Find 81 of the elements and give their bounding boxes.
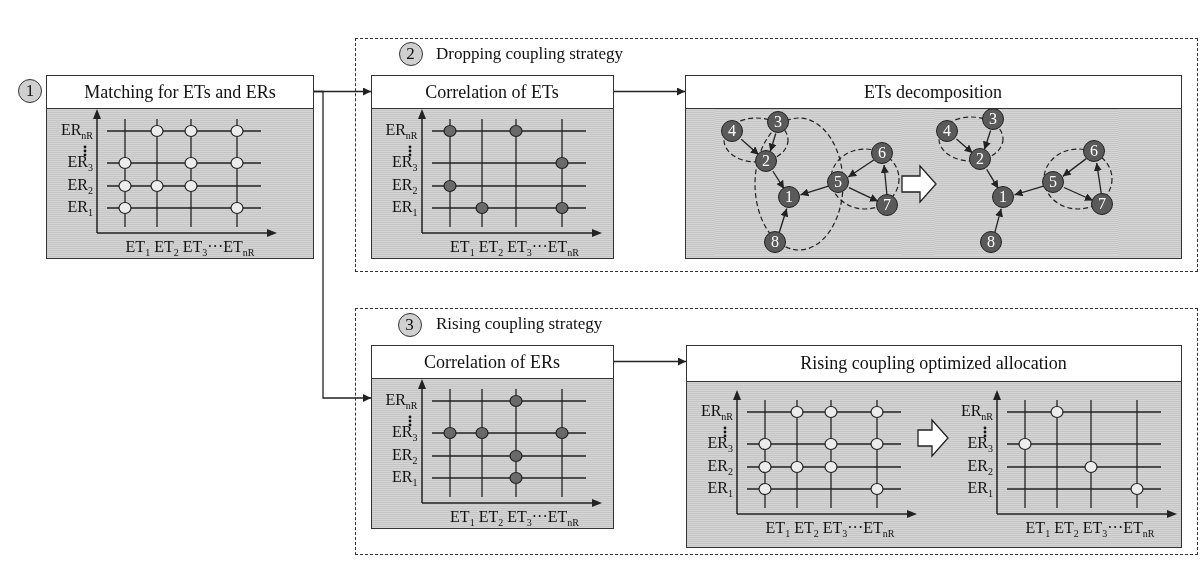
arrow <box>313 90 372 402</box>
process-panel <box>684 74 1182 259</box>
graph-drawing <box>715 109 901 255</box>
panel-title: ETs decomposition <box>862 81 1004 102</box>
process-panel <box>370 74 614 259</box>
panel-title: Correlation of ERs <box>423 351 561 372</box>
process-panel <box>46 75 314 259</box>
arrow <box>613 357 687 366</box>
arrow <box>740 138 760 156</box>
graph-node: 6 <box>871 142 893 164</box>
axis-label: ER$_{nR}$ <box>385 121 418 141</box>
axis-label: ER$_{3}$ <box>392 153 418 173</box>
arrow <box>1063 186 1094 202</box>
axis-label: ER$_{1}$ <box>707 480 733 500</box>
graph-node: 8 <box>764 231 786 253</box>
graph-node: 7 <box>1091 193 1113 215</box>
dashed-group-box <box>355 308 1198 555</box>
graph-node: 7 <box>876 194 898 216</box>
axis-label: ER$_{nR}$ <box>700 403 733 423</box>
group-title: Rising coupling strategy <box>436 314 603 334</box>
block-arrow <box>917 418 949 458</box>
panel-title: Rising coupling optimized allocation <box>799 352 1068 374</box>
arrow <box>778 207 789 234</box>
axis-label: ER$_{nR}$ <box>960 403 993 423</box>
arrow <box>613 87 686 96</box>
panel-title: Correlation of ETs <box>424 81 560 102</box>
axis-label: ER$_{2}$ <box>392 176 418 196</box>
axis-label: ER$_{3}$ <box>67 154 93 174</box>
arrow <box>880 164 889 196</box>
axis-label: ER$_{1}$ <box>392 468 418 488</box>
axis-label: ER$_{2}$ <box>967 458 993 478</box>
graph-node: 3 <box>982 108 1004 130</box>
graph-node: 1 <box>778 186 800 208</box>
graph-node: 3 <box>767 111 789 133</box>
axis-label: ER$_{1}$ <box>392 198 418 218</box>
axis-label: ET$_{1}$ ET$_{2}$ ET$_{3}$···ET$_{nR}$ <box>449 238 580 258</box>
arrow <box>986 168 999 190</box>
step-number-circle: 3 <box>397 312 422 337</box>
graph-node: 6 <box>1083 140 1105 162</box>
arrow <box>1062 158 1087 177</box>
arrow <box>799 185 830 197</box>
arrow <box>847 159 875 178</box>
axis-label: ET$_{1}$ ET$_{2}$ ET$_{3}$···ET$_{nR}$ <box>449 508 580 528</box>
group-title: Dropping coupling strategy <box>436 44 623 64</box>
axis-label: ET$_{1}$ ET$_{2}$ ET$_{3}$···ET$_{nR}$ <box>1024 520 1156 540</box>
axis-label: ER$_{2}$ <box>392 446 418 466</box>
step-number-circle: 1 <box>18 79 42 103</box>
arrow <box>994 208 1003 233</box>
axis-label: ET$_{1}$ ET$_{2}$ ET$_{3}$···ET$_{nR}$ <box>124 239 256 259</box>
axis-label: ER$_{3}$ <box>392 423 418 443</box>
step-number-circle: 2 <box>398 41 423 66</box>
axis-label: ET$_{1}$ ET$_{2}$ ET$_{3}$···ET$_{nR}$ <box>764 520 896 540</box>
axis-label: ER$_{2}$ <box>707 458 733 478</box>
arrow <box>772 170 785 190</box>
arrow <box>848 187 879 202</box>
arrow <box>955 138 974 154</box>
graph-node: 4 <box>936 120 958 142</box>
arrow <box>983 129 992 151</box>
arrow <box>1093 162 1102 195</box>
block-arrow <box>901 164 937 204</box>
graph-node: 4 <box>721 120 743 142</box>
axis-label: ER$_{2}$ <box>67 177 93 197</box>
graph-node: 2 <box>969 148 991 170</box>
axis-label: ER$_{3}$ <box>967 435 993 455</box>
graph-node: 5 <box>1042 171 1064 193</box>
axis-label: ER$_{1}$ <box>967 480 993 500</box>
process-panel <box>370 344 614 529</box>
graph-node: 1 <box>992 186 1014 208</box>
process-panel <box>685 344 1182 548</box>
graph-node: 2 <box>755 150 777 172</box>
arrow <box>1013 185 1045 197</box>
graph-node: 5 <box>827 171 849 193</box>
axis-label: ER$_{1}$ <box>67 199 93 219</box>
graph-drawing <box>935 109 1119 255</box>
graph-node: 8 <box>980 231 1002 253</box>
axis-label: ER$_{3}$ <box>707 435 733 455</box>
axis-label: ER$_{nR}$ <box>60 122 93 142</box>
arrow <box>768 132 777 153</box>
axis-label: ER$_{nR}$ <box>385 391 418 411</box>
dashed-group-box <box>355 38 1198 272</box>
panel-title: Matching for ETs and ERs <box>83 81 277 103</box>
